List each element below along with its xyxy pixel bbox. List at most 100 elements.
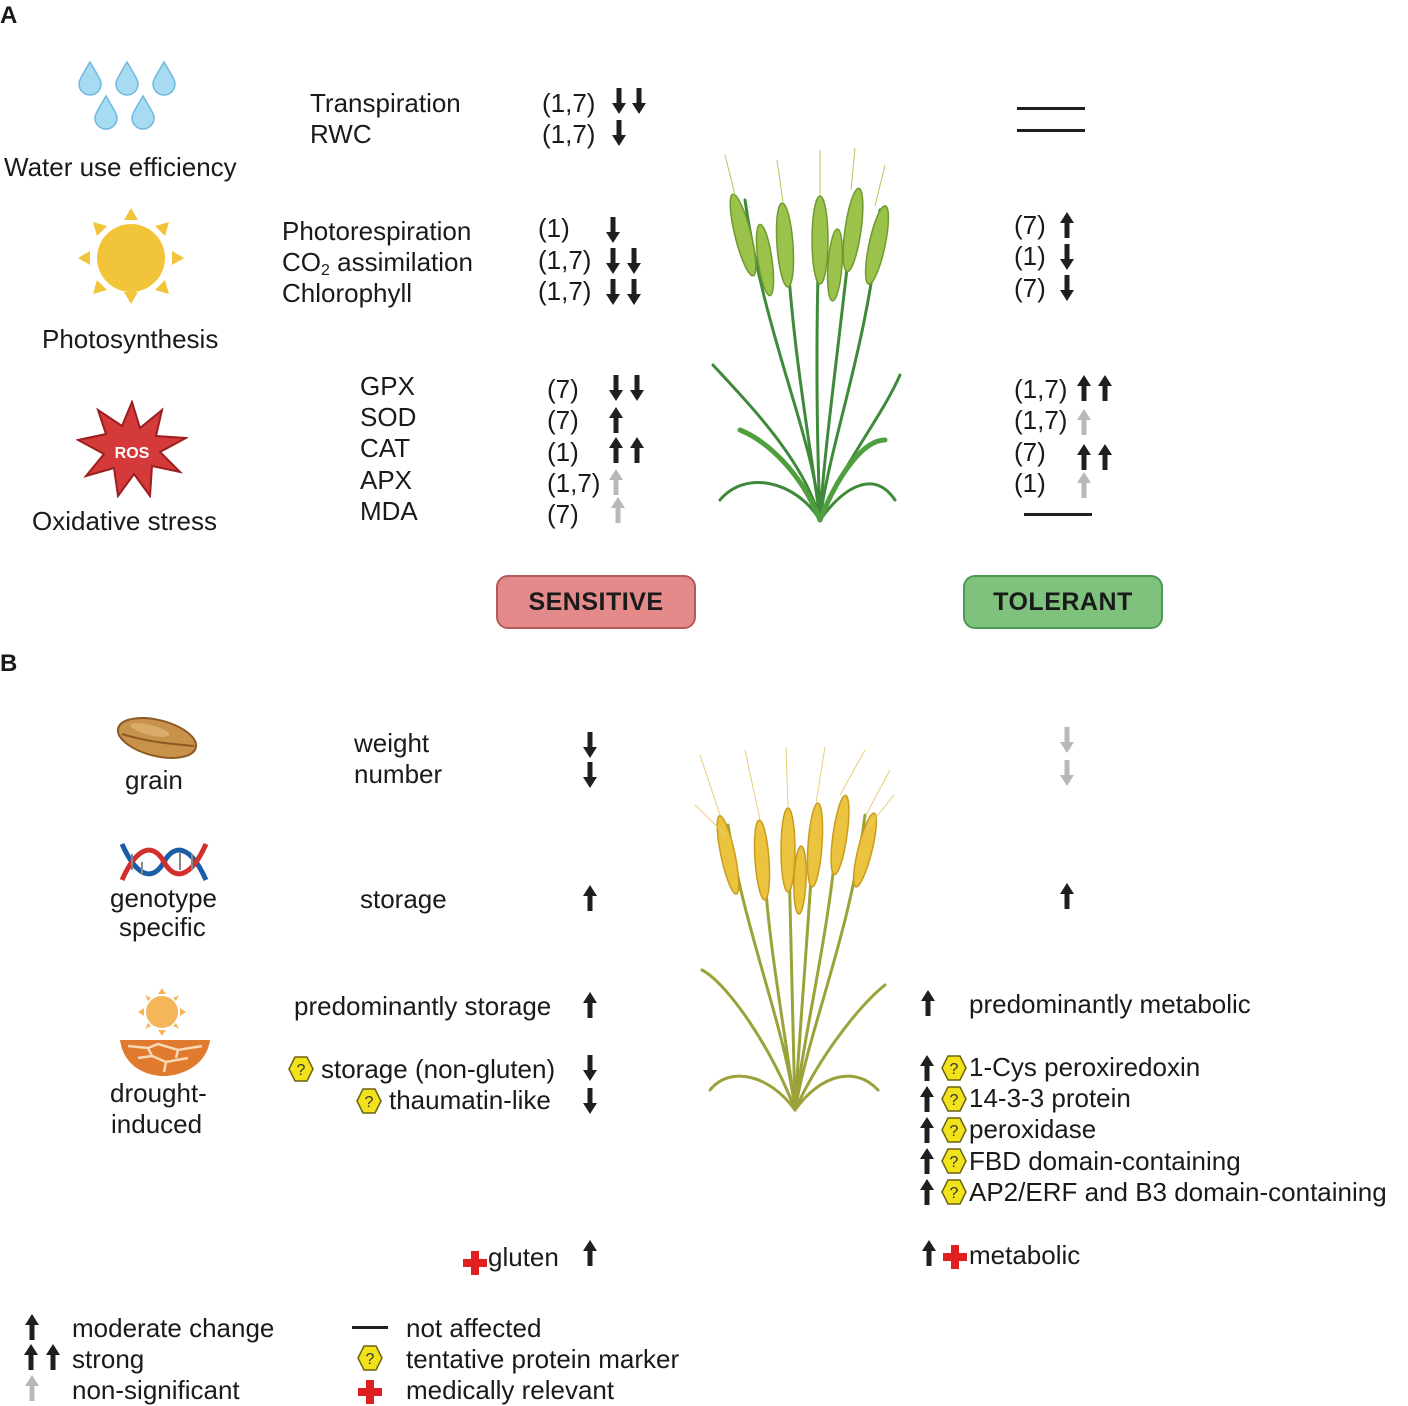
arrow-metabolic-icon [922,1240,936,1266]
arrow-gpx-sens-1-icon [609,375,623,401]
legend-moderate-change: moderate change [72,1313,275,1343]
arrow-cat-tol-2-icon [1098,444,1112,470]
param-weight: weight [354,728,430,758]
arrow-ap2-icon [920,1179,934,1205]
param-predominantly-storage: predominantly storage [294,991,552,1021]
arrow-gpx-tol-1-icon [1077,375,1091,401]
tol-14-3-3-protein: 14-3-3 protein [969,1083,1131,1113]
arrow-co2-sens-1-icon [606,248,620,274]
marker-peroxidase-glyph: ? [950,1123,959,1140]
specific-label: specific [119,912,206,942]
param-chlorophyll: Chlorophyll [282,278,413,308]
arrow-photoresp-sens-icon [606,217,620,243]
tol-metabolic: metabolic [969,1240,1081,1270]
tol-ap2-erf-b3-domain: AP2/ERF and B3 domain-containing [969,1177,1387,1207]
arrow-non-gluten-icon [583,1055,597,1081]
arrow-sod-sens-icon [609,407,623,433]
green-wheat-plant-illustration [711,147,902,523]
marker-thaumatin-icon: ? [356,1088,382,1114]
marker-fbd-glyph: ? [950,1154,959,1171]
arrow-gluten-icon [583,1240,597,1266]
marker-peroxidase-icon: ? [941,1117,967,1143]
legend-not-affected: not affected [406,1313,542,1343]
legend-arrow-moderate-icon [25,1314,39,1340]
grain-label: grain [125,765,183,795]
tol-predominantly-metabolic: predominantly metabolic [969,989,1251,1019]
sens-ref-chlorophyll: (1,7) [538,276,592,306]
tol-ref-co2: (1) [1014,241,1046,271]
marker-peroxiredoxin-glyph: ? [950,1061,959,1078]
param-thaumatin-like: thaumatin-like [389,1085,551,1115]
sens-ref-cat: (1) [547,437,579,467]
sun-icon [78,208,184,304]
arrow-number-tol-icon [1060,760,1074,786]
marker-ap2-glyph: ? [950,1185,959,1202]
legend-marker-glyph: ? [366,1351,375,1368]
sens-ref-gpx: (7) [547,374,579,404]
sens-ref-co2: (1,7) [538,245,592,275]
legend-arrow-nonsig-icon [25,1375,39,1401]
not-affected-dash-mda [1024,513,1092,516]
arrow-predom-metabolic-icon [921,990,935,1016]
arrow-cat-sens-2-icon [630,437,644,463]
param-storage: storage [360,884,447,914]
param-rwc: RWC [310,119,372,149]
panel-b-letter: B [0,650,18,677]
param-co2-assimilation: CO2 assimilation [282,247,473,279]
arrow-transpiration-1-icon [612,88,626,114]
arrow-cat-tol-1-icon [1077,444,1091,470]
param-gpx: GPX [360,371,415,401]
sens-ref-apx: (1,7) [547,468,601,498]
legend-arrow-strong-1-icon [24,1344,38,1370]
arrow-apx-tol-icon [1077,472,1091,498]
arrow-co2-sens-2-icon [627,248,641,274]
tolerant-badge: TOLERANT [963,575,1163,629]
legend-arrow-strong-2-icon [46,1344,60,1370]
panel-a-letter: A [0,2,18,29]
water-use-efficiency-label: Water use efficiency [4,152,237,182]
legend-medically-relevant: medically relevant [406,1375,615,1405]
tol-1-cys-peroxiredoxin: 1-Cys peroxiredoxin [969,1052,1201,1082]
marker-1433-glyph: ? [950,1092,959,1109]
drought-label: drought- [110,1078,207,1108]
drought-sun-cracked-soil-icon [120,988,210,1076]
photosynthesis-label: Photosynthesis [42,324,219,354]
arrow-fbd-icon [920,1148,934,1174]
water-drops-icon [78,60,176,130]
dna-icon [119,842,209,882]
param-number: number [354,759,443,789]
param-apx: APX [360,465,413,495]
tol-ref-cat: (7) [1014,437,1046,467]
induced-label: induced [111,1109,203,1139]
legend-not-affected-dash [352,1326,388,1329]
param-transpiration: Transpiration [310,88,461,118]
param-photorespiration: Photorespiration [282,216,472,246]
medical-cross-icon-metabolic [943,1245,967,1269]
marker-thaumatin-glyph: ? [365,1094,374,1111]
arrow-peroxidase-icon [920,1117,934,1143]
not-affected-dash-transpiration [1017,107,1085,110]
tol-peroxidase: peroxidase [969,1114,1097,1144]
marker-peroxiredoxin-icon: ? [941,1055,967,1081]
marker-non-gluten-icon: ? [288,1056,314,1082]
arrow-peroxiredoxin-icon [920,1055,934,1081]
sens-ref-photorespiration: (1) [538,213,570,243]
tol-ref-chlorophyll: (7) [1014,273,1046,303]
legend-non-significant: non-significant [72,1375,240,1405]
legend-medical-cross-icon [358,1380,382,1404]
grain-seed-icon [116,717,198,759]
param-gluten: gluten [488,1242,559,1272]
sens-ref-sod: (7) [547,405,579,435]
arrow-gpx-sens-2-icon [630,375,644,401]
oxidative-stress-label: Oxidative stress [32,506,217,536]
arrow-mda-sens-icon [611,497,625,523]
arrow-co2-tol-icon [1060,244,1074,270]
param-sod: SOD [360,402,417,432]
arrow-photoresp-tol-icon [1060,212,1074,238]
arrow-thaumatin-icon [583,1088,597,1114]
arrow-storage-tol-icon [1060,883,1074,909]
arrow-weight-sens-icon [583,732,597,758]
arrow-number-sens-icon [583,762,597,788]
arrow-storage-sens-icon [583,885,597,911]
ros-icon-text: ROS [115,445,150,462]
